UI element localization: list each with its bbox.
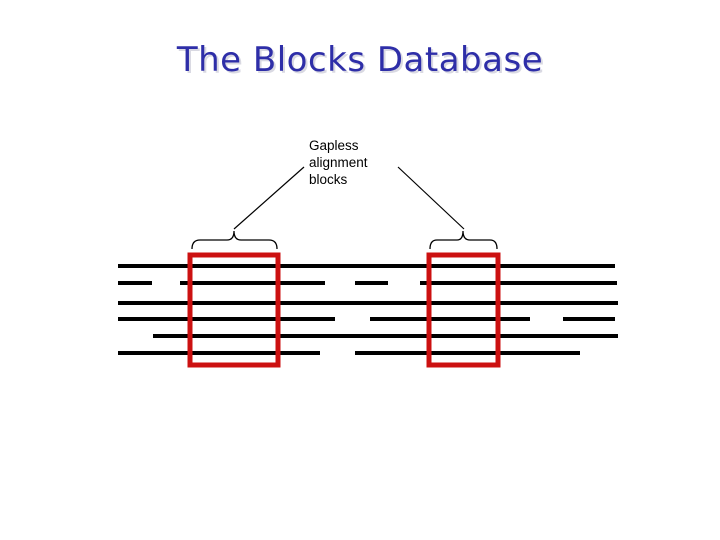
left-block-box (187, 252, 281, 368)
callout-label-line-2: alignment (309, 155, 368, 170)
callout-label-line-1: Gapless (309, 138, 359, 153)
left-leader-line (233, 166, 305, 230)
right-leader-line (397, 166, 465, 230)
callout-label-line-3: blocks (309, 172, 348, 187)
callout-label: Gapless alignment blocks (309, 137, 419, 188)
block-boxes (187, 252, 501, 368)
braces (191, 230, 498, 250)
right-block-box (426, 252, 501, 368)
sequence-lines (118, 264, 618, 355)
left-brace-icon (191, 230, 278, 250)
right-brace-icon (429, 230, 498, 250)
page-title: The Blocks Database (176, 40, 544, 80)
leader-lines (233, 166, 465, 230)
